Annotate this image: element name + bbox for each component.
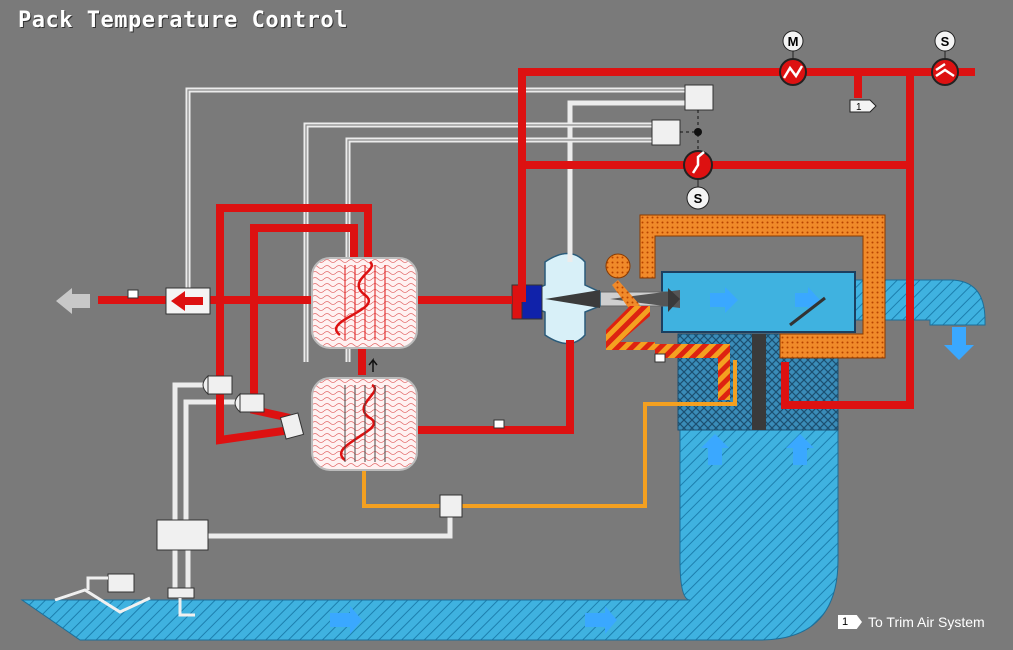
valve-label-s-mid: S	[694, 191, 703, 206]
primary-heat-exchanger	[311, 257, 418, 349]
valve-label-circles: M S S	[686, 30, 956, 210]
page-title: Pack Temperature Control	[18, 8, 348, 33]
trim-air-tag: 1	[849, 99, 877, 113]
hot-bleed-lines	[98, 68, 975, 445]
outlet-arrow-icon	[56, 288, 90, 314]
valve-label-s-top: S	[941, 34, 950, 49]
water-spray	[54, 576, 195, 617]
ram-air-duct	[20, 333, 839, 641]
legend-tag: 1	[838, 615, 862, 629]
legend-text: To Trim Air System	[868, 614, 985, 630]
cool-air-line	[362, 360, 737, 508]
ram-air-exit	[854, 279, 986, 360]
valve-label-m: M	[788, 34, 799, 49]
air-cycle-machine	[511, 252, 856, 345]
exit-arrow-icon	[944, 327, 974, 360]
shutoff-valve-mid[interactable]	[683, 150, 713, 180]
modulating-valve[interactable]	[779, 58, 807, 86]
orange-dotted-duct	[605, 214, 886, 400]
ram-air-arrow-icon	[330, 434, 814, 634]
shutoff-valve-top[interactable]	[931, 58, 959, 86]
controller-boxes	[107, 84, 714, 593]
secondary-heat-exchanger	[311, 357, 418, 471]
trim-air-tag-number: 1	[856, 102, 862, 113]
actuators	[202, 374, 305, 440]
legend: 1 To Trim Air System	[838, 614, 985, 630]
temp-sensor-icon	[654, 353, 666, 363]
check-valve	[165, 287, 211, 315]
temp-sensor-icon	[493, 419, 505, 429]
temp-sensor-icon	[127, 289, 139, 299]
